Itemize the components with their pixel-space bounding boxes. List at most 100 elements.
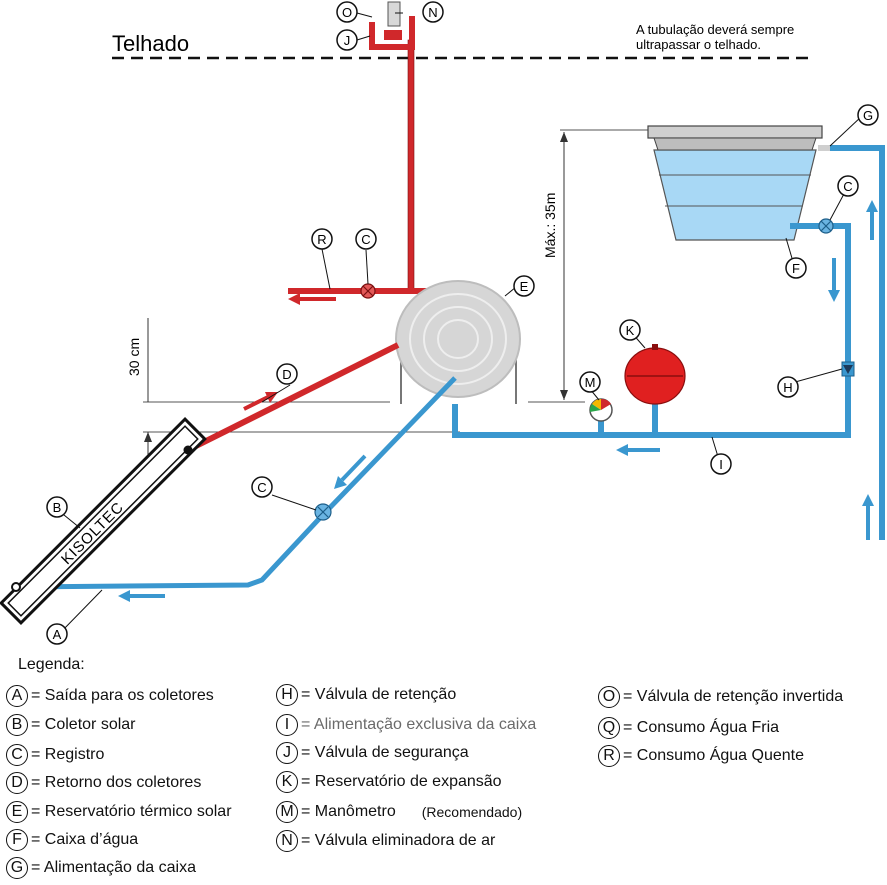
check-valve <box>841 361 855 377</box>
callout-b: B <box>46 496 68 518</box>
expansion-tank <box>624 344 686 435</box>
collector-brand: KISOLTEC <box>58 499 127 568</box>
svg-text:A: A <box>53 627 62 642</box>
legend-text: = Manômetro <box>301 803 396 820</box>
svg-text:O: O <box>342 5 352 20</box>
legend-badge: K <box>276 771 298 793</box>
roof-note-line2: ultrapassar o telhado. <box>636 37 761 52</box>
svg-text:E: E <box>520 279 529 294</box>
svg-text:N: N <box>428 5 437 20</box>
callout-c-hot: C <box>355 228 377 250</box>
callout-o: O <box>336 1 358 23</box>
legend-badge: M <box>276 801 298 823</box>
legend-badge: J <box>276 742 298 764</box>
collector-outlet-port <box>11 582 21 592</box>
legend-badge: B <box>6 714 28 736</box>
legend-badge: E <box>6 801 28 823</box>
legend-badge: O <box>598 686 620 708</box>
callout-r: R <box>311 228 333 250</box>
solar-collector: KISOLTEC <box>0 417 207 625</box>
roof-note-line1: A tubulação deverá sempre <box>636 22 794 37</box>
legend-text: = Consumo Água Fria <box>623 719 780 736</box>
legend-text: = Válvula eliminadora de ar <box>301 832 496 849</box>
callout-d: D <box>276 363 298 385</box>
legend-item-j: J = Válvula de segurança <box>276 742 469 764</box>
svg-text:C: C <box>257 480 266 495</box>
svg-text:H: H <box>783 380 792 395</box>
collector-return-port <box>183 445 193 455</box>
vent-assembly <box>369 1 415 291</box>
collector-outlet-pipe <box>17 376 457 590</box>
offset-label: 30 cm <box>126 338 142 376</box>
svg-text:D: D <box>282 367 291 382</box>
legend-item-d: D = Retorno dos coletores <box>6 772 201 794</box>
legend-item-f: F = Caixa d’água <box>6 829 138 851</box>
legend-badge: G <box>6 857 28 879</box>
pressure-gauge <box>589 398 613 436</box>
outlet-flow-arrow-bottom <box>118 590 165 602</box>
callout-f: F <box>785 257 807 279</box>
water-tank <box>647 125 832 241</box>
svg-text:F: F <box>792 261 800 276</box>
svg-text:I: I <box>719 457 723 472</box>
svg-text:R: R <box>317 232 326 247</box>
legend-text: = Retorno dos coletores <box>31 774 202 791</box>
legend-item-e: E = Reservatório térmico solar <box>6 801 232 823</box>
legend-item-n: N = Válvula eliminadora de ar <box>276 830 495 852</box>
callout-a: A <box>46 623 68 645</box>
legend-text: = Coletor solar <box>31 716 136 733</box>
legend-text: = Saída para os coletores <box>31 687 214 704</box>
callout-i: I <box>710 453 732 475</box>
legend-item-h: H = Válvula de retenção <box>276 684 456 706</box>
legend-badge: N <box>276 830 298 852</box>
outlet-flow-arrow-diag <box>334 454 367 489</box>
supply-flow-arrow-lower <box>862 494 874 540</box>
callout-e: E <box>513 275 535 297</box>
legend-item-m: M = Manômetro (Recomendado) <box>276 801 522 823</box>
callout-g: G <box>857 104 879 126</box>
callout-h: H <box>777 376 799 398</box>
svg-text:J: J <box>344 33 351 48</box>
legend-text: = Válvula de retenção <box>301 686 457 703</box>
legend-text: = Registro <box>31 746 105 763</box>
max-height-label: Máx.: 35m <box>542 193 558 258</box>
legend-text: = Válvula de segurança <box>301 744 469 761</box>
legend-item-a: A = Saída para os coletores <box>6 685 214 707</box>
legend-item-o: O = Válvula de retenção invertida <box>598 686 843 708</box>
svg-text:B: B <box>53 500 62 515</box>
callout-c-collector: C <box>251 476 273 498</box>
legend-badge: A <box>6 685 28 707</box>
hot-flow-arrow <box>288 293 336 305</box>
collector-return-pipe <box>186 342 400 453</box>
roof-label: Telhado <box>112 31 189 56</box>
legend-item-q: Q = Consumo Água Fria <box>598 717 779 739</box>
legend-text: = Caixa d’água <box>31 831 139 848</box>
legend-item-g: G = Alimentação da caixa <box>6 857 196 879</box>
callout-j: J <box>336 29 358 51</box>
legend-text: = Válvula de retenção invertida <box>623 688 844 705</box>
legend-item-r: R = Consumo Água Quente <box>598 745 804 767</box>
svg-text:M: M <box>585 375 596 390</box>
feed-flow-arrow-down <box>828 258 840 302</box>
callout-k: K <box>619 319 641 341</box>
svg-text:G: G <box>863 108 873 123</box>
callout-n: N <box>422 1 444 23</box>
legend-badge: D <box>6 772 28 794</box>
legend-badge: R <box>598 745 620 767</box>
legend-title: Legenda: <box>18 656 85 673</box>
legend-item-i: I = Alimentação exclusiva da caixa <box>276 714 536 736</box>
legend-item-k: K = Reservatório de expansão <box>276 771 502 793</box>
svg-text:C: C <box>843 179 852 194</box>
legend-badge: F <box>6 829 28 851</box>
solar-thermal-reservoir <box>395 280 521 404</box>
callout-m: M <box>579 371 601 393</box>
svg-text:C: C <box>361 232 370 247</box>
legend-badge: H <box>276 684 298 706</box>
supply-flow-arrow-upper <box>866 200 878 240</box>
legend-text: = Consumo Água Quente <box>623 747 805 764</box>
legend-text: = Reservatório de expansão <box>301 773 502 790</box>
recommended-note: (Recomendado) <box>421 804 523 820</box>
svg-text:K: K <box>626 323 635 338</box>
legend-badge: Q <box>598 717 620 739</box>
legend-badge: I <box>276 714 298 736</box>
